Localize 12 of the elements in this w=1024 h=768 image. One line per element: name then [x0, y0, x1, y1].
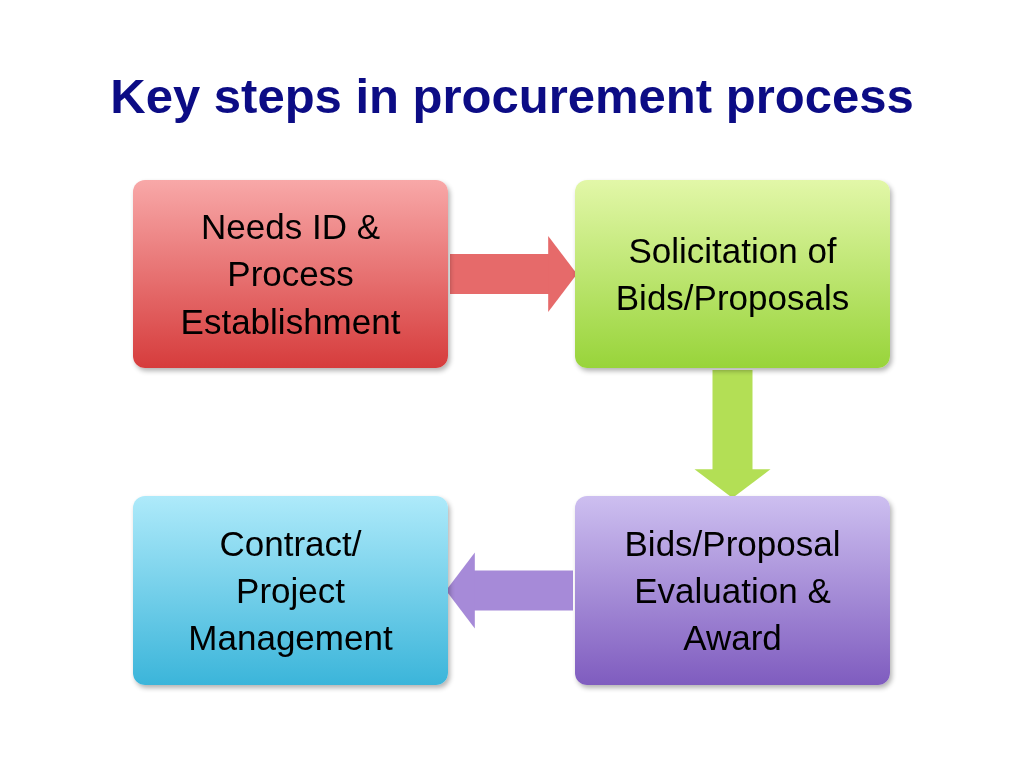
process-box [133, 496, 448, 685]
step-text: Needs ID & Process Establishment [179, 206, 402, 343]
step-text: Bids/Proposal Evaluation & Award [623, 522, 842, 660]
block-arrow [446, 552, 573, 629]
slide-title: Key steps in procurement process [109, 68, 915, 124]
block-arrow [694, 370, 771, 498]
step-text: Solicitation of Bids/Proposals [614, 229, 851, 319]
process-box [133, 180, 448, 368]
block-arrow [450, 236, 577, 312]
step-text: Contract/ Project Management [187, 522, 394, 660]
process-box [575, 496, 890, 685]
process-box [575, 180, 890, 368]
